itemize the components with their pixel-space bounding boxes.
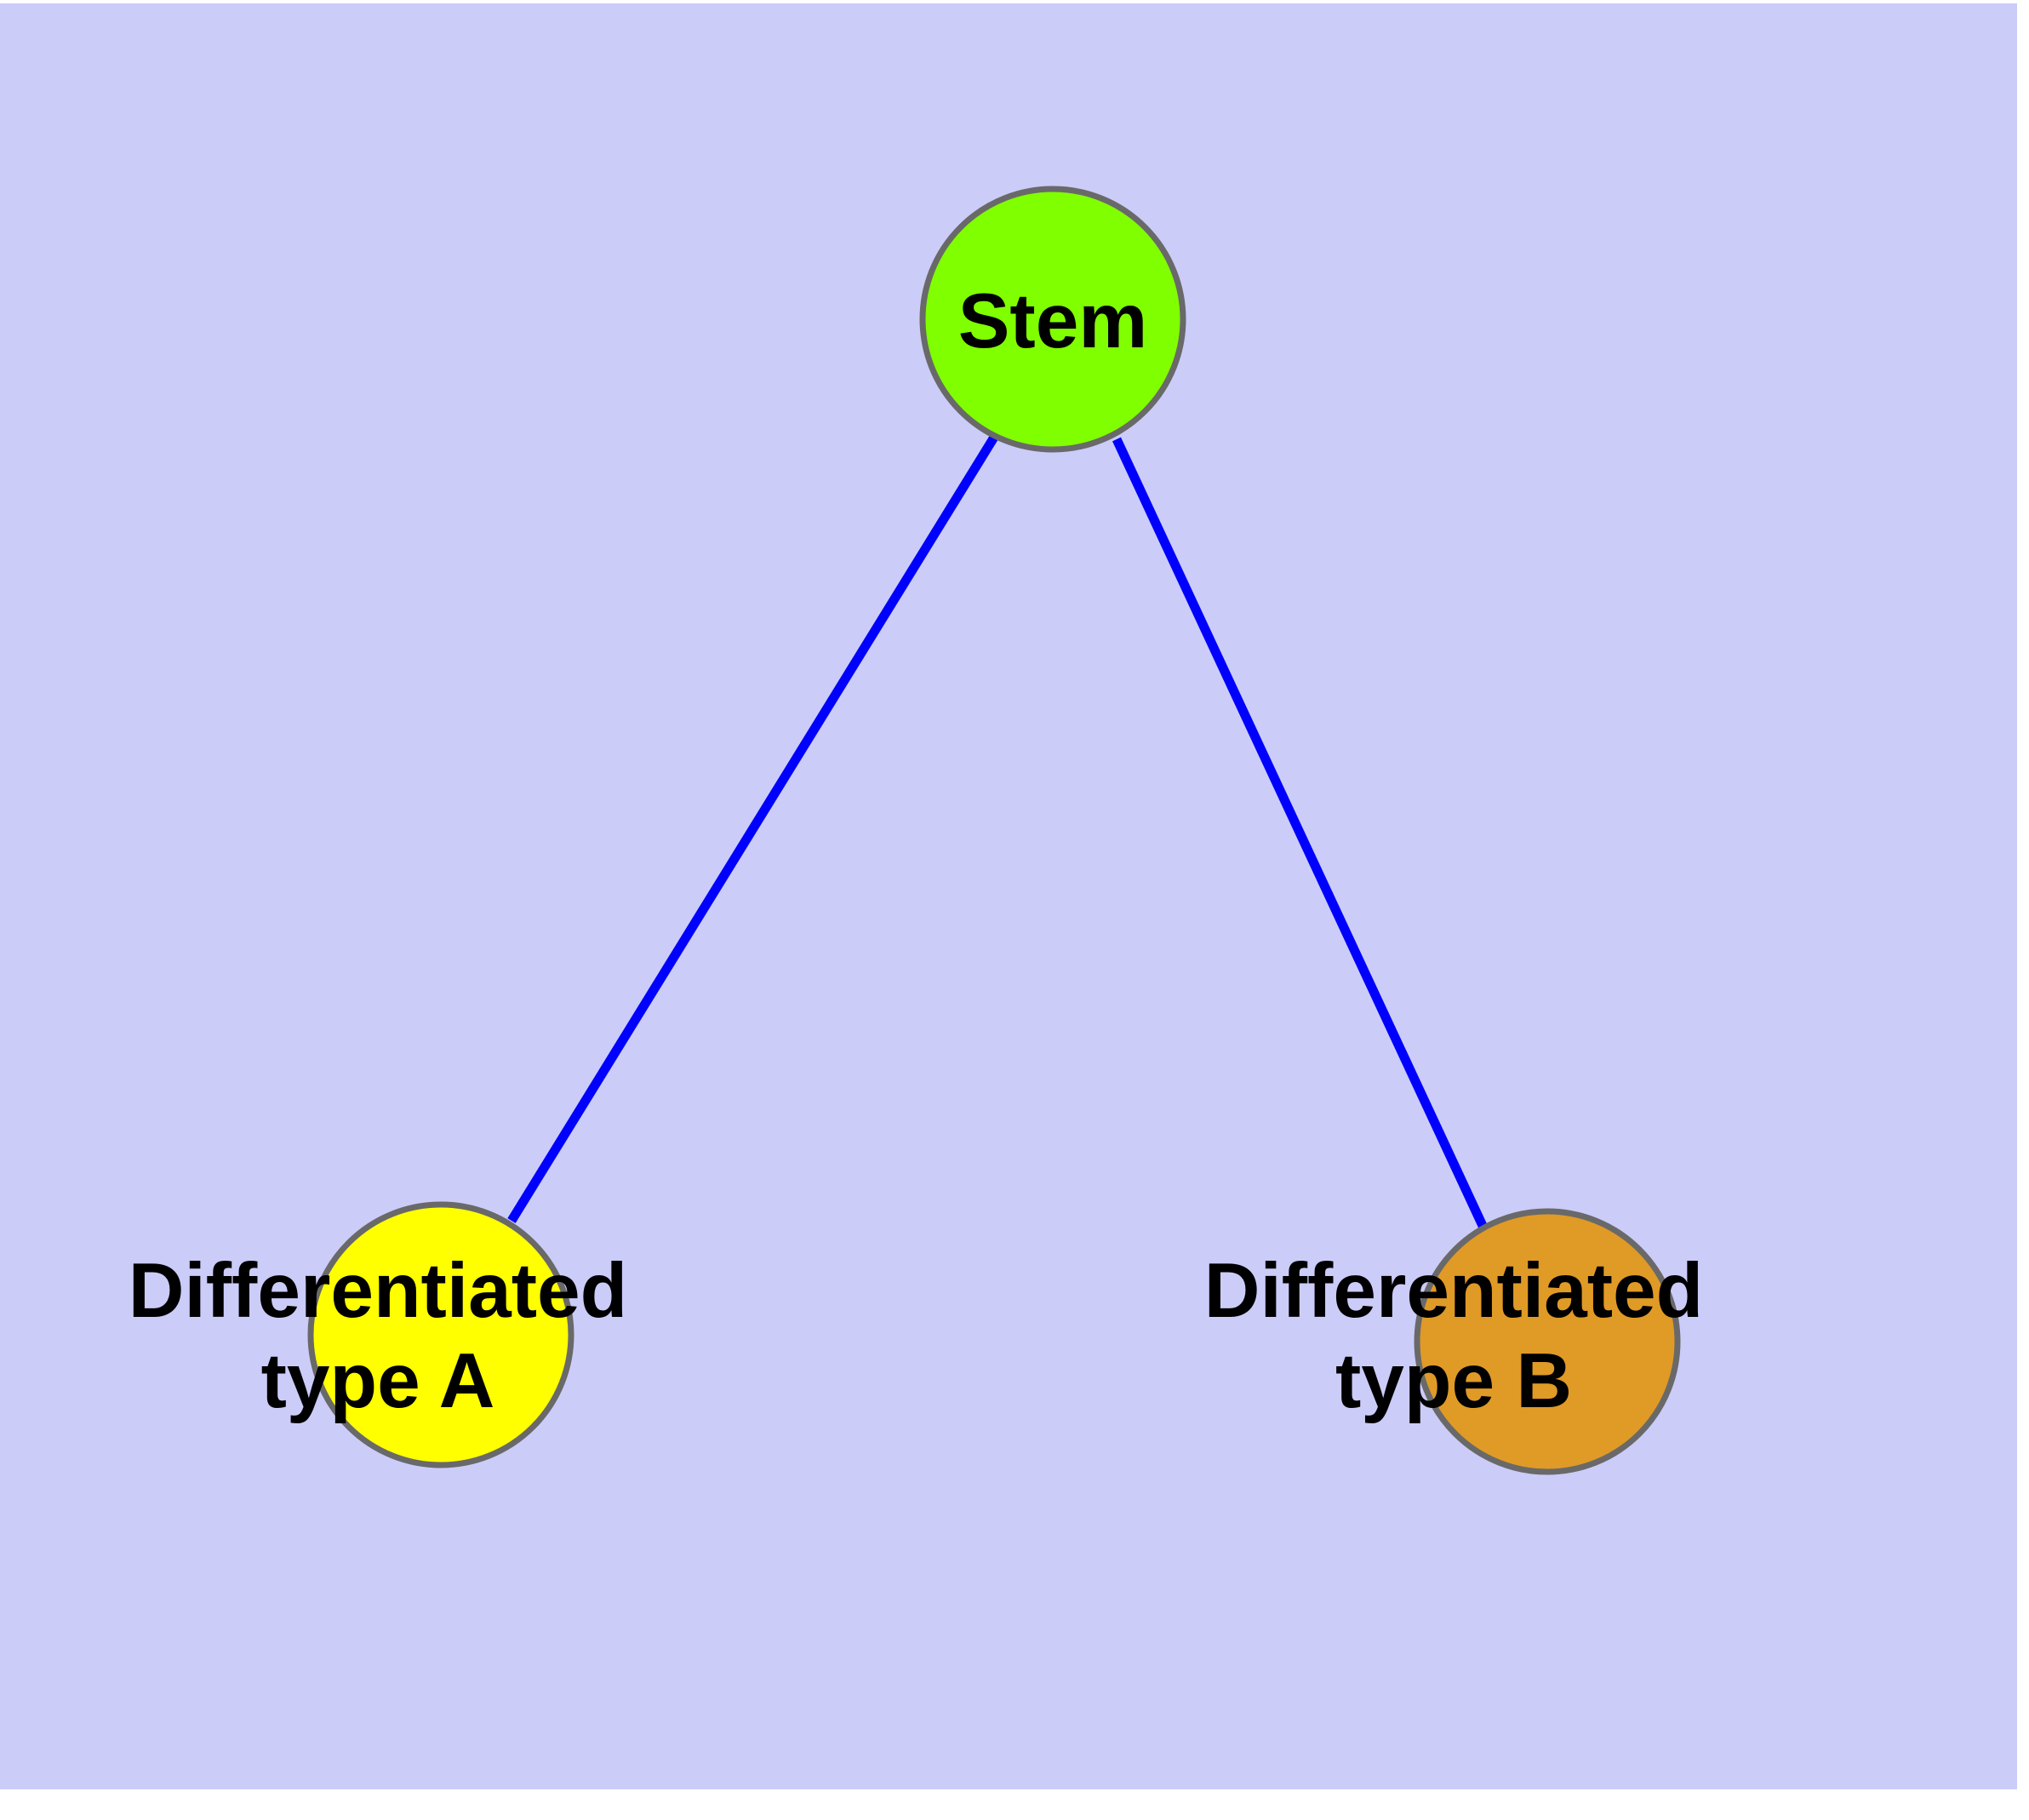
node-label-line: Stem	[958, 278, 1148, 364]
edges-group	[507, 433, 1488, 1230]
node-label-line: Differentiated	[129, 1248, 628, 1334]
stem-node-circle[interactable]	[919, 186, 1186, 453]
node-stem[interactable]: Stem	[919, 186, 1186, 453]
differentiated-type-a-node-circle[interactable]	[307, 1201, 574, 1468]
edge-stem-to-type-b[interactable]	[1112, 437, 1488, 1230]
node-label-line: type A	[261, 1338, 495, 1424]
node-label-line: type B	[1335, 1338, 1572, 1424]
node-label-line: Differentiated	[1204, 1248, 1704, 1334]
edge-stem-to-type-a[interactable]	[507, 433, 999, 1223]
differentiated-type-b-node-circle[interactable]	[1414, 1208, 1681, 1475]
stem-node-label: Stem	[958, 278, 1148, 364]
